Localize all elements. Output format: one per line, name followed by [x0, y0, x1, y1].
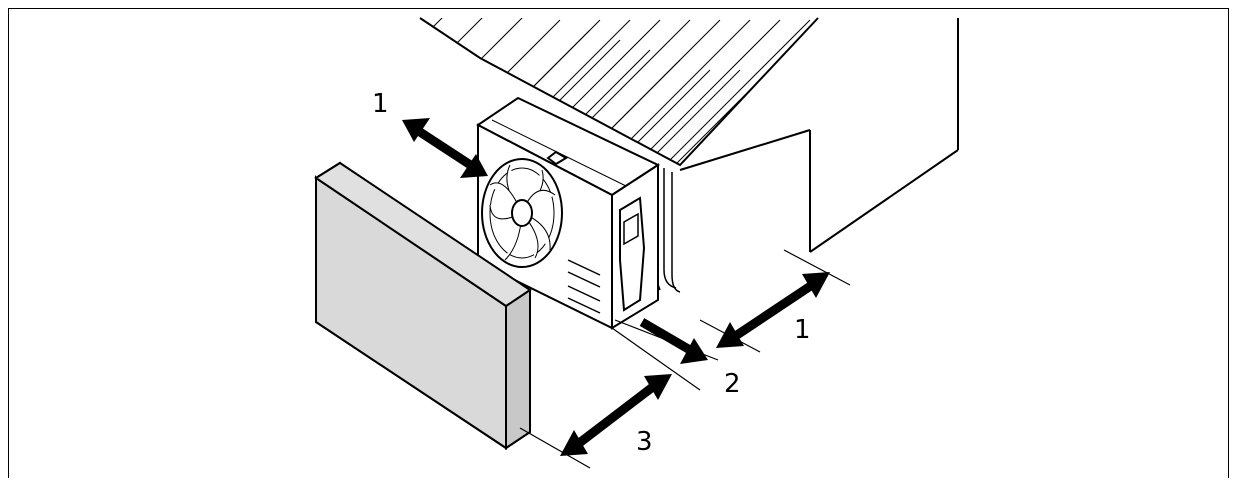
clearance-arrows: [402, 118, 830, 456]
label-1-right: 1: [794, 315, 811, 345]
label-2: 2: [724, 369, 741, 399]
arrow-3: [560, 374, 672, 456]
obstacle-panel-top: [314, 161, 532, 308]
building-wall: [679, 18, 959, 253]
arrow-2: [639, 318, 708, 364]
arrow-1-right: [716, 272, 830, 348]
obstacle-panel-side: [505, 288, 531, 450]
label-1-left: 1: [372, 89, 389, 119]
label-3: 3: [636, 427, 653, 457]
arrow-1-left: [402, 118, 488, 178]
